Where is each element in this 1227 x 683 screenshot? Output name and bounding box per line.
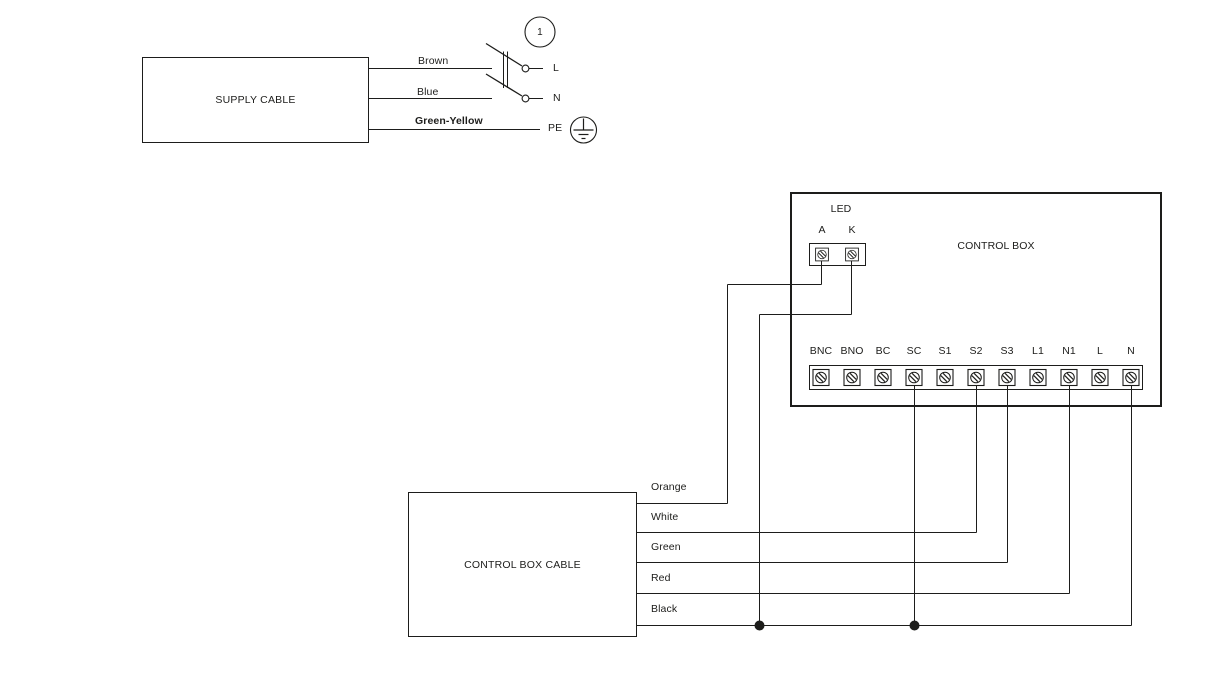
junction-dot-SC-black [909, 620, 920, 631]
wire-label-blue: Blue [417, 86, 439, 98]
wire-label-brown: Brown [418, 55, 449, 67]
terminal-label-l1: L1 [1032, 345, 1044, 357]
wires [369, 51, 1133, 627]
wire-label-red: Red [651, 572, 671, 584]
screw-terminal-BC [874, 368, 892, 387]
screw-terminals [812, 247, 1140, 387]
wire-label-green: Green [651, 541, 681, 553]
screw-terminal-BNO [843, 368, 861, 387]
junction-dot-K-black [754, 620, 765, 631]
terminal-label-s3: S3 [1000, 345, 1014, 357]
terminal-label-n: N [553, 92, 561, 104]
screw-terminal-S1 [936, 368, 954, 387]
terminal-label-s1: S1 [938, 345, 952, 357]
led-terminal-label-k: K [848, 224, 856, 236]
wire-label-white: White [651, 511, 679, 523]
screw-terminal-BNC [812, 368, 830, 387]
screw-terminal-S2 [967, 368, 985, 387]
terminal-label-sc: SC [906, 345, 922, 357]
screw-terminal-K [845, 247, 859, 262]
switch-contact-L [521, 64, 530, 73]
screw-terminal-L1 [1029, 368, 1047, 387]
terminal-label-strip-l: L [1097, 345, 1103, 357]
switch-blade-N [485, 73, 523, 97]
terminal-label-strip-n: N [1127, 345, 1135, 357]
screw-terminal-N1 [1060, 368, 1078, 387]
terminal-label-l: L [553, 62, 559, 74]
wire-label-black: Black [651, 603, 678, 615]
wire-label-green-yellow: Green-Yellow [415, 115, 483, 127]
screw-terminal-S3 [998, 368, 1016, 387]
screw-terminal-N [1122, 368, 1140, 387]
screw-terminal-A [815, 247, 829, 262]
terminal-label-s2: S2 [969, 345, 983, 357]
screw-terminal-L [1091, 368, 1109, 387]
control-box-title: CONTROL BOX [957, 240, 1035, 252]
terminal-label-pe: PE [548, 122, 563, 134]
switch-contact-N [521, 94, 530, 103]
wire-label-orange: Orange [651, 481, 687, 493]
control-box-cable-box: CONTROL BOX CABLE [408, 492, 637, 637]
earth-ground-icon [569, 116, 598, 144]
supply-cable-title: SUPPLY CABLE [215, 94, 296, 106]
led-title: LED [830, 203, 852, 215]
supply-cable-box: SUPPLY CABLE [142, 57, 369, 143]
switch-blade-L [485, 42, 523, 67]
symbols [485, 16, 920, 631]
terminal-label-bno: BNO [840, 345, 864, 357]
terminal-label-n1: N1 [1062, 345, 1076, 357]
switch-ref-circle [524, 16, 556, 48]
terminal-label-bc: BC [875, 345, 891, 357]
led-terminal-label-a: A [818, 224, 826, 236]
control-box-cable-title: CONTROL BOX CABLE [464, 558, 581, 571]
screw-terminal-SC [905, 368, 923, 387]
terminal-label-bnc: BNC [809, 345, 833, 357]
switch-ref-label: 1 [537, 26, 543, 38]
